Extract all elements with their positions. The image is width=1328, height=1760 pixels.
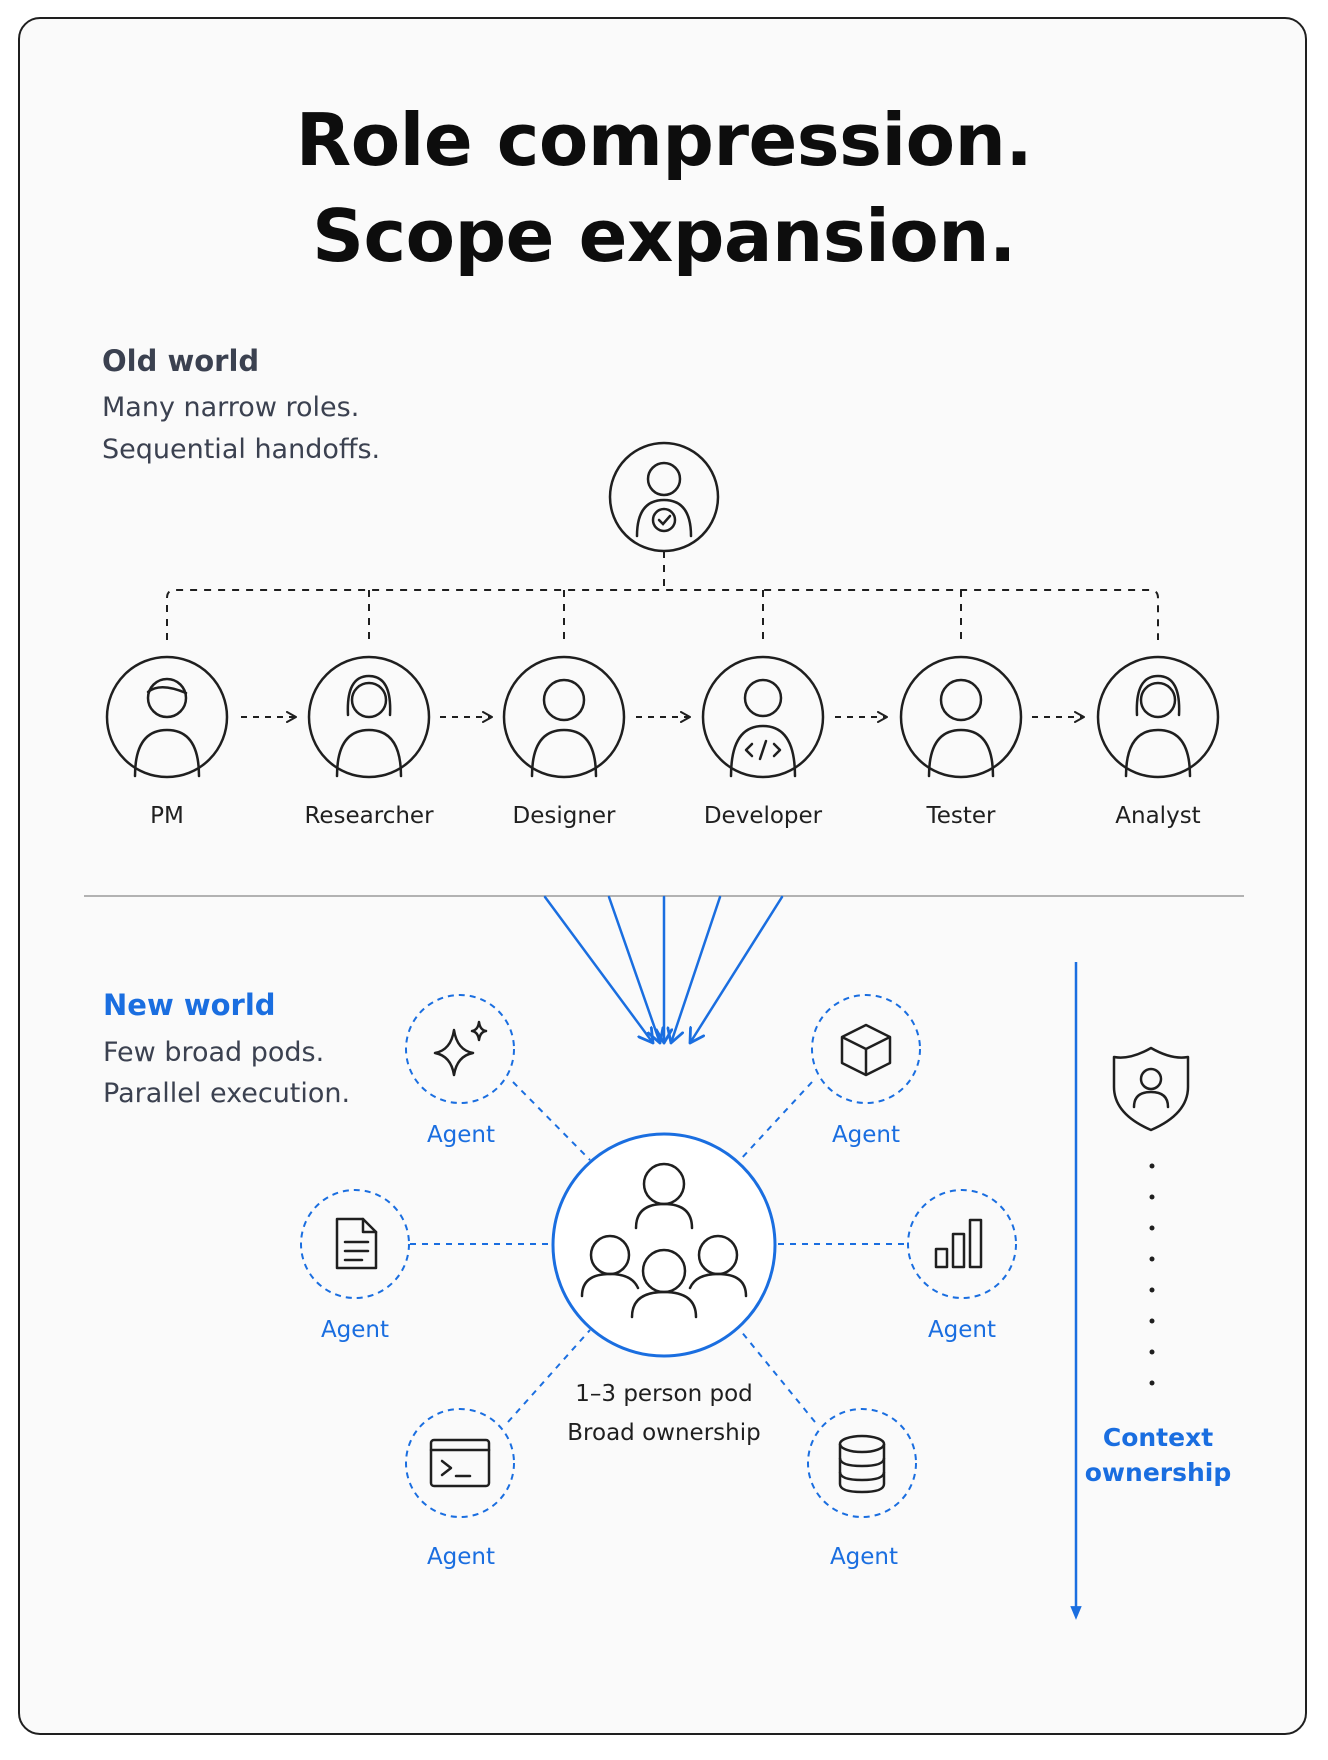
role-label: Analyst (1115, 803, 1200, 829)
title-line-1: Role compression. (295, 98, 1033, 182)
bar-chart-icon (934, 1218, 983, 1269)
terminal-icon (429, 1438, 491, 1488)
role-node-tester: Tester (899, 655, 1023, 829)
role-label: Researcher (304, 803, 434, 829)
cube-icon (840, 1023, 892, 1077)
pod-label-1: 1–3 person pod (575, 1381, 753, 1407)
agent-node-document: Agent (300, 1189, 410, 1343)
title-line-2: Scope expansion. (312, 194, 1016, 278)
database-icon (838, 1434, 886, 1494)
agent-connectors (410, 1081, 905, 1423)
document-icon (335, 1217, 378, 1270)
shield-person-icon (1112, 1046, 1190, 1132)
pod-node (551, 1132, 777, 1358)
person-icon (133, 677, 201, 778)
person-code-icon (729, 678, 797, 778)
role-node-researcher: Researcher (304, 655, 434, 829)
agent-label: Agent (832, 1122, 900, 1148)
agent-node-terminal: Agent (405, 1408, 515, 1570)
role-node-designer: Designer (502, 655, 626, 829)
card-frame (18, 17, 1307, 1735)
new-world-heading: New world (103, 988, 276, 1022)
context-ownership: Context ownership (1070, 962, 1232, 1620)
manager-node (608, 441, 720, 553)
page-title: Role compression. Scope expansion. (0, 92, 1328, 284)
converging-arrows (543, 895, 784, 1043)
role-label: Developer (704, 803, 823, 829)
agent-node-cube: Agent (811, 994, 921, 1148)
role-node-pm: PM (105, 655, 229, 829)
new-world-line-1: Few broad pods. (103, 1037, 325, 1068)
new-world-line-2: Parallel execution. (103, 1078, 351, 1109)
agent-label: Agent (928, 1317, 996, 1343)
sparkle-icon (433, 1020, 488, 1077)
agent-label: Agent (830, 1544, 898, 1570)
agent-node-bar-chart: Agent (907, 1189, 1017, 1343)
person-icon (530, 678, 598, 778)
agent-label: Agent (427, 1544, 495, 1570)
context-label-1: Context (1103, 1423, 1213, 1452)
context-dots (1149, 1163, 1155, 1386)
org-tree-lines (166, 551, 1159, 640)
old-world-line-1: Many narrow roles. (102, 392, 360, 423)
person-long-hair-icon (1124, 674, 1192, 778)
agent-label: Agent (321, 1317, 389, 1343)
agent-label: Agent (427, 1122, 495, 1148)
role-label: PM (150, 803, 184, 829)
role-node-developer: Developer (701, 655, 825, 829)
agent-node-sparkle: Agent (405, 994, 515, 1148)
person-check-icon (635, 461, 693, 538)
context-label-2: ownership (1085, 1458, 1232, 1487)
group-icon (580, 1162, 748, 1319)
old-world-line-2: Sequential handoffs. (102, 434, 381, 465)
pod-label-2: Broad ownership (567, 1420, 760, 1446)
old-world-heading: Old world (102, 344, 260, 378)
role-node-analyst: Analyst (1096, 655, 1220, 829)
agent-node-database: Agent (807, 1408, 917, 1570)
person-icon (927, 678, 995, 778)
role-label: Tester (926, 803, 996, 829)
role-label: Designer (512, 803, 616, 829)
person-long-hair-icon (335, 674, 403, 778)
